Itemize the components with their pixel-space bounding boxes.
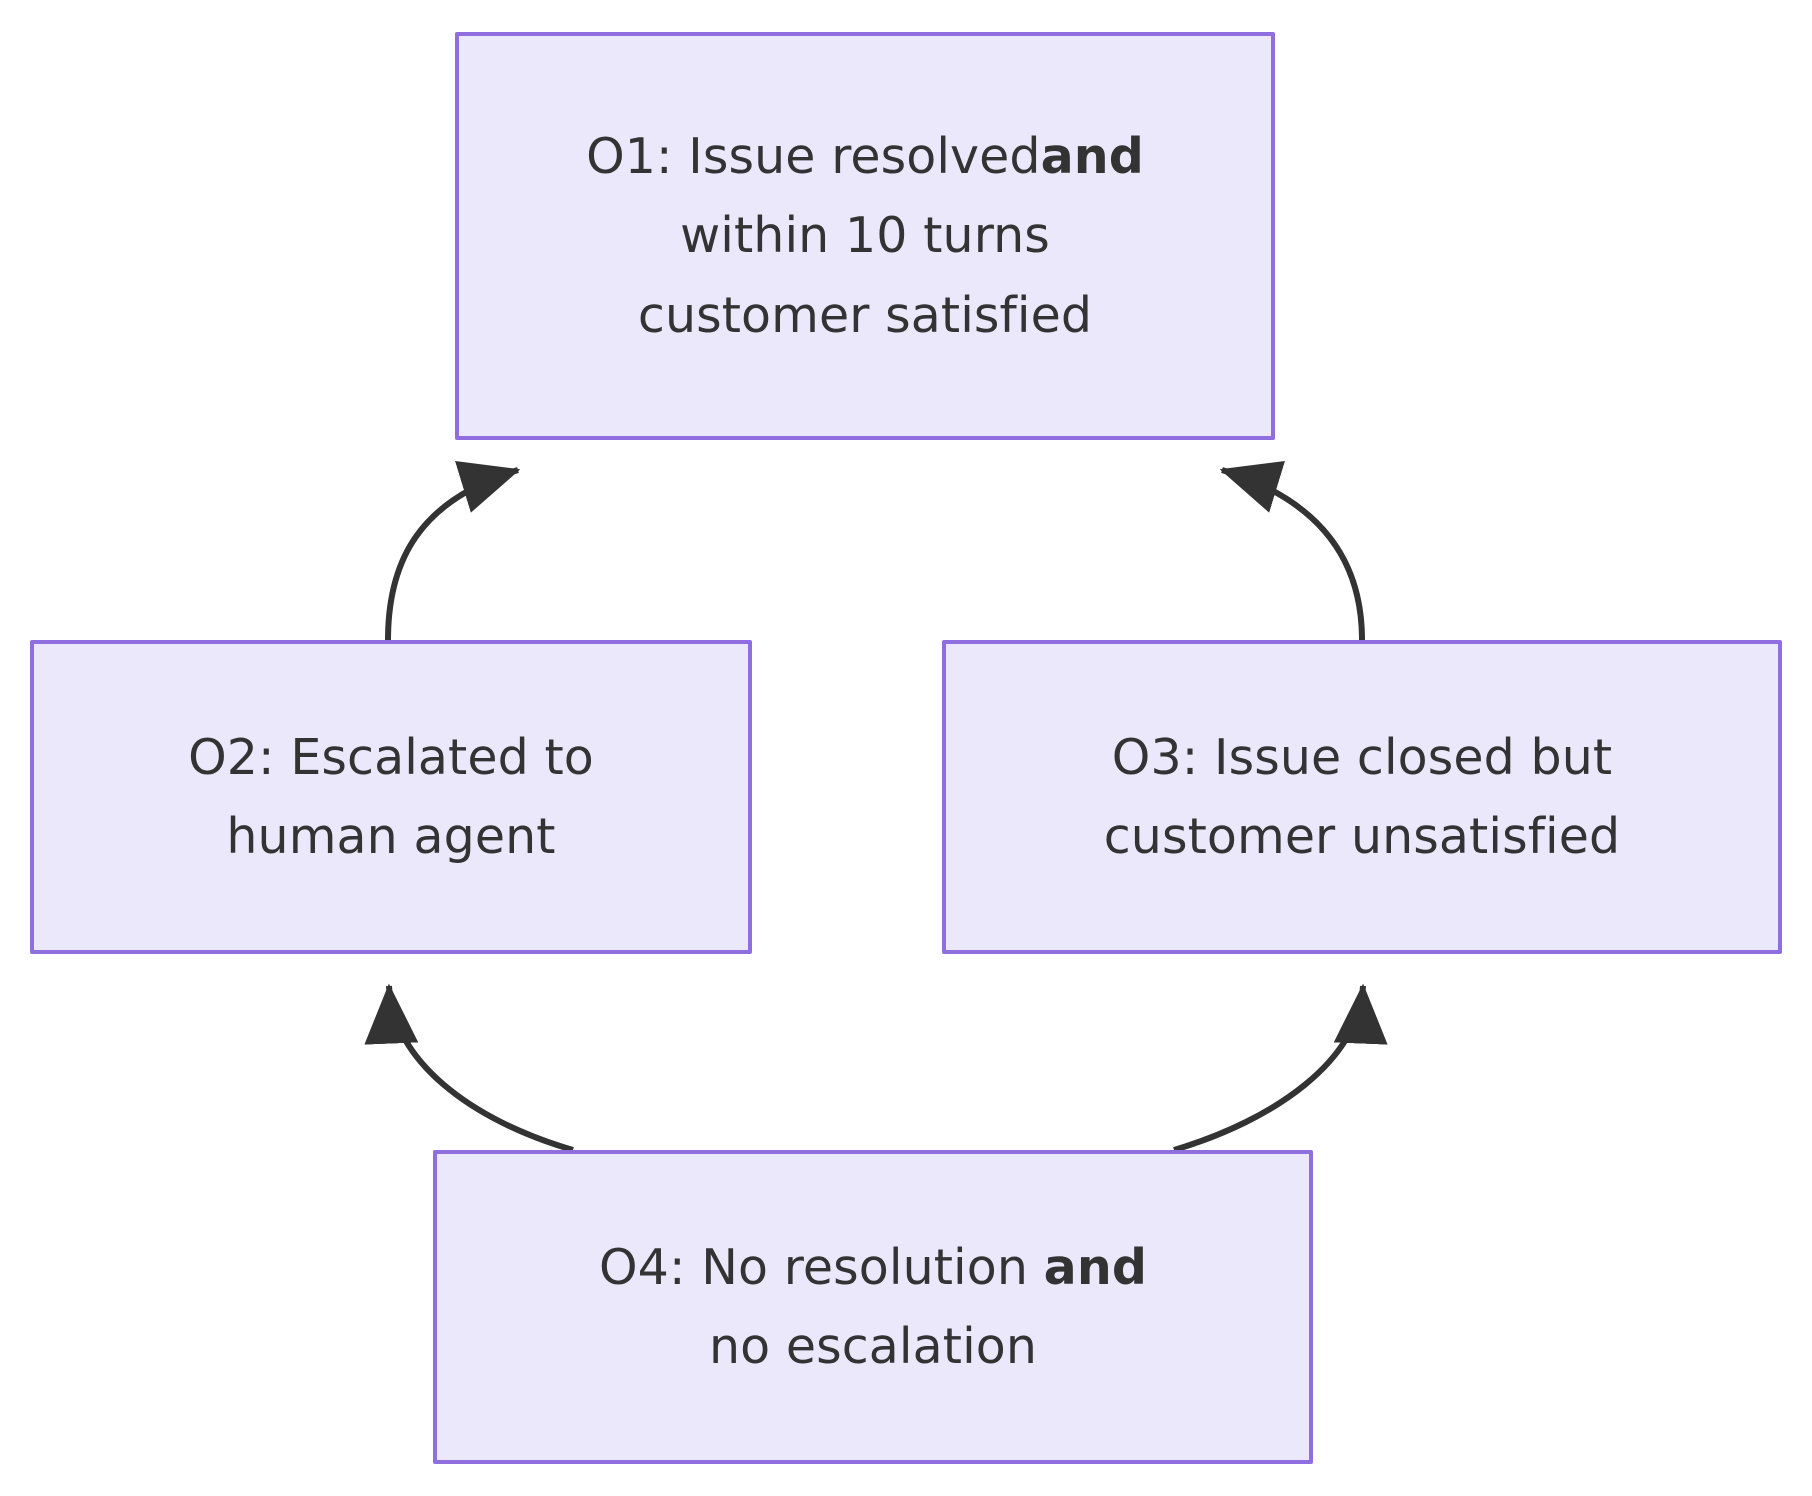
edge-o4-to-o3 (1173, 983, 1388, 1153)
edge-o2-to-o1 (385, 461, 521, 641)
edge-o4-to-o2 (364, 983, 574, 1153)
edge-o3-to-o1 (1219, 461, 1365, 641)
